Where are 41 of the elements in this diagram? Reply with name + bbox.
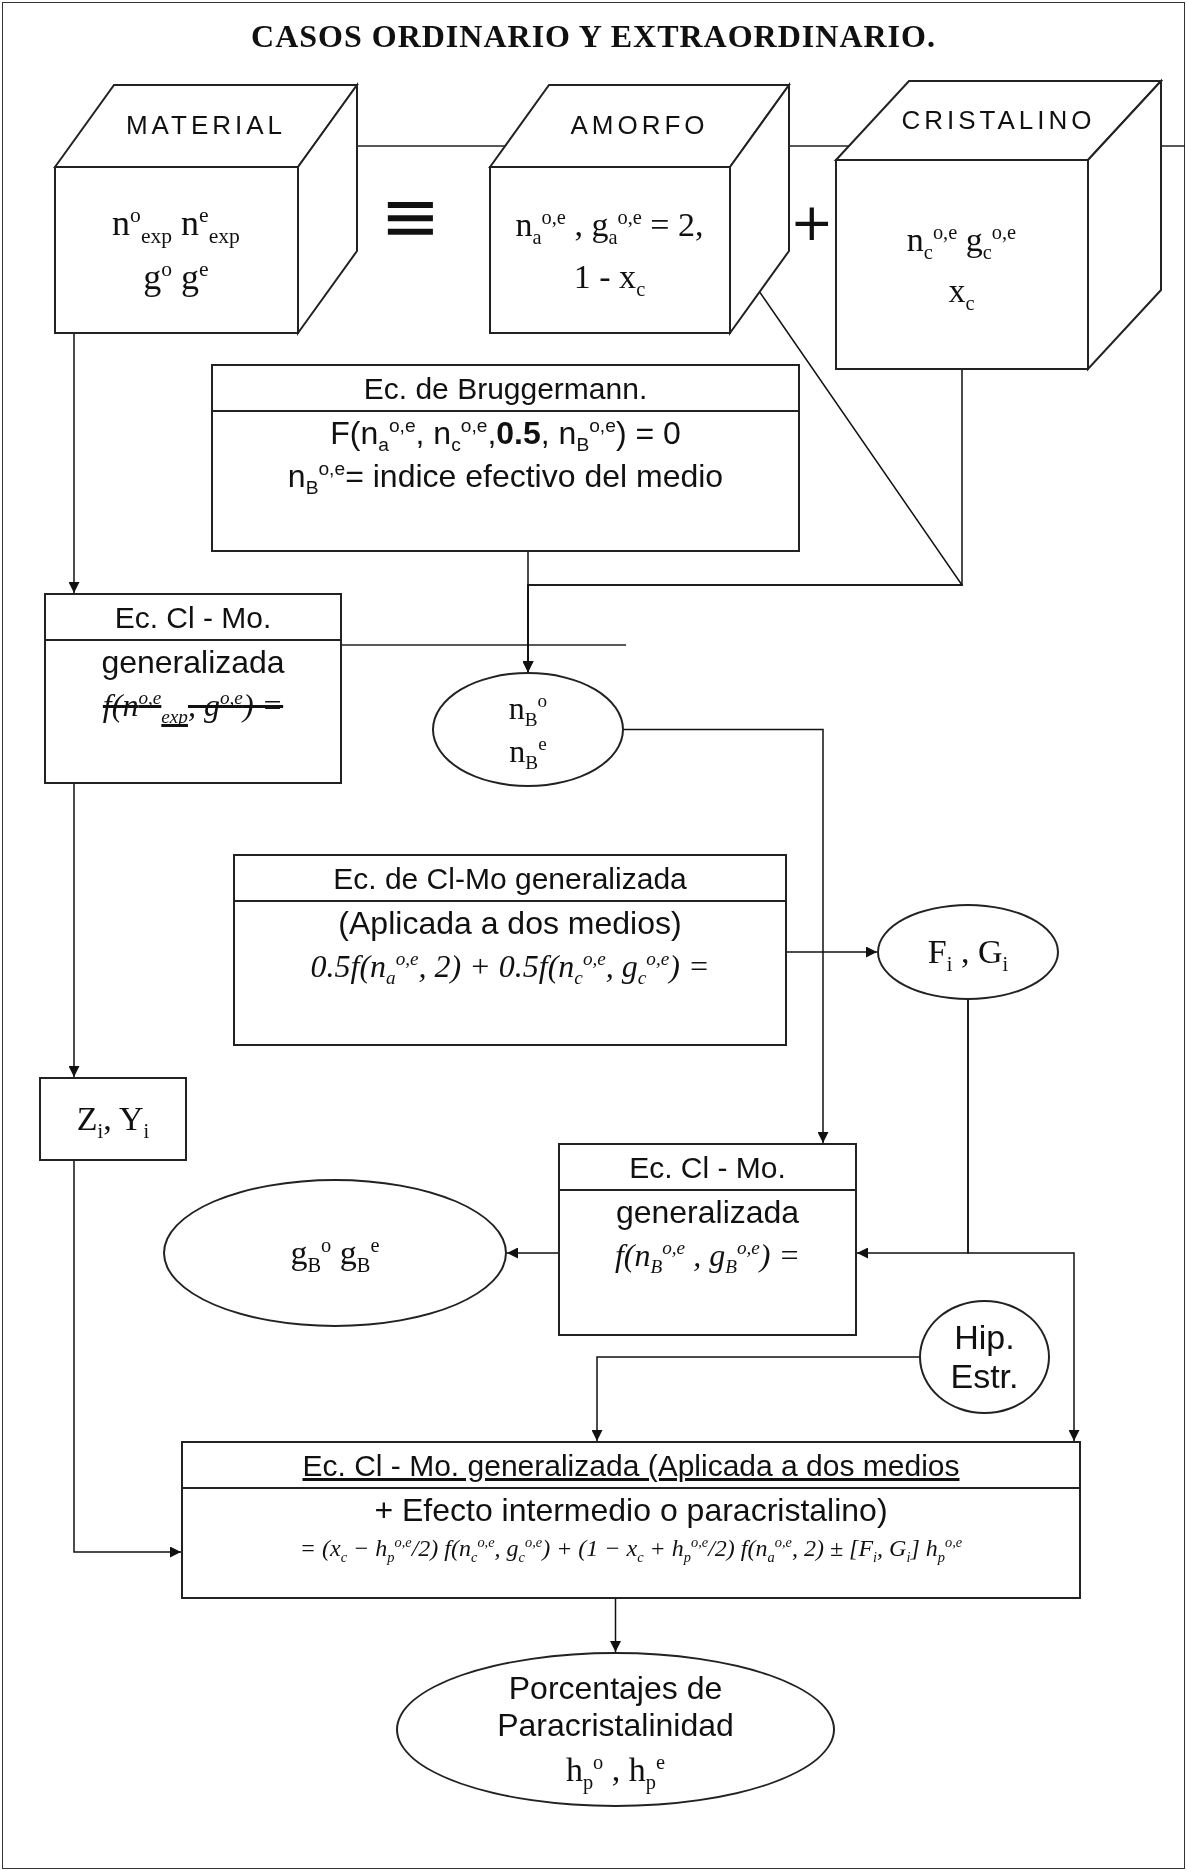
formula-text: n$_{a}$$^{o,e}$ , g$_{a}$$^{o,e}$ = 2, — [514, 205, 705, 248]
equation-symbol: + — [790, 196, 834, 248]
box-heading: Ec. Cl - Mo. — [560, 1145, 855, 1191]
process-box — [39, 1077, 187, 1161]
box-text: F(n$_{a}$$^{o,e}$, n$_{c}$$^{o,e}$,0.5, n$_{B}$$^{o,e}$) = 0 — [329, 414, 682, 455]
formula-text: 1 - x$_{c}$ — [572, 256, 647, 299]
process-box — [181, 1441, 1081, 1599]
process-box — [233, 854, 787, 1046]
box-text: Porcentajes de Paracristalinidad — [496, 1669, 735, 1745]
arrow — [522, 551, 534, 673]
formula-text: x$_{c}$ — [947, 271, 976, 314]
arrow — [623, 728, 829, 1144]
diagram-title: CASOS ORDINARIO Y EXTRAORDINARIO. — [250, 18, 937, 55]
formula-text: f(n$_{B}$$^{o,e}$ , g$_{B}$$^{o,e}$) = — [613, 1235, 802, 1277]
formula-text: Z$_{i}$, Y$_{i}$ — [75, 1099, 151, 1142]
arrow — [68, 333, 80, 594]
box-text: n$_{B}$$^{o,e}$= indice efectivo del medio — [286, 456, 725, 498]
box-heading: Ec. Cl - Mo. — [46, 595, 340, 641]
process-box — [211, 364, 800, 552]
formula-text: F$_{i}$ , G$_{i}$ — [926, 932, 1010, 975]
box-text: (Aplicada a dos medios) — [337, 904, 683, 943]
formula-text: g$^{o}$ g$^{e}$ — [142, 255, 210, 299]
formula-text: 0.5f(n$_{a}$$^{o,e}$, 2) + 0.5f(n$_{c}$$^{o,e}$, g$_{c}$$^{o,e}$) = — [309, 946, 711, 988]
arrow — [506, 1247, 559, 1259]
box-text: generalizada — [100, 643, 286, 682]
equation-symbol: ≡ — [380, 180, 441, 252]
process-box — [558, 1143, 857, 1336]
box-heading: Ec. de Bruggermann. — [213, 366, 798, 412]
box-text: generalizada — [614, 1193, 801, 1232]
process-box — [44, 593, 342, 784]
arrow — [967, 999, 1080, 1442]
arrow — [610, 1598, 621, 1653]
arrow — [73, 1160, 182, 1558]
box-heading: Ec. de Cl-Mo generalizada — [235, 856, 785, 902]
arrow — [68, 783, 80, 1078]
box-heading: Ec. Cl - Mo. generalizada (Aplicada a dos medios — [183, 1443, 1079, 1489]
arrow — [591, 1356, 920, 1442]
arrow — [786, 946, 878, 958]
box-text: Hip. Estr. — [949, 1316, 1020, 1397]
formula-text: f(n$^{o,e}$$_{exp}$, g$^{o,e}$) = — [101, 685, 285, 727]
box-text: + Efecto intermedio o paracristalino) — [373, 1491, 889, 1530]
